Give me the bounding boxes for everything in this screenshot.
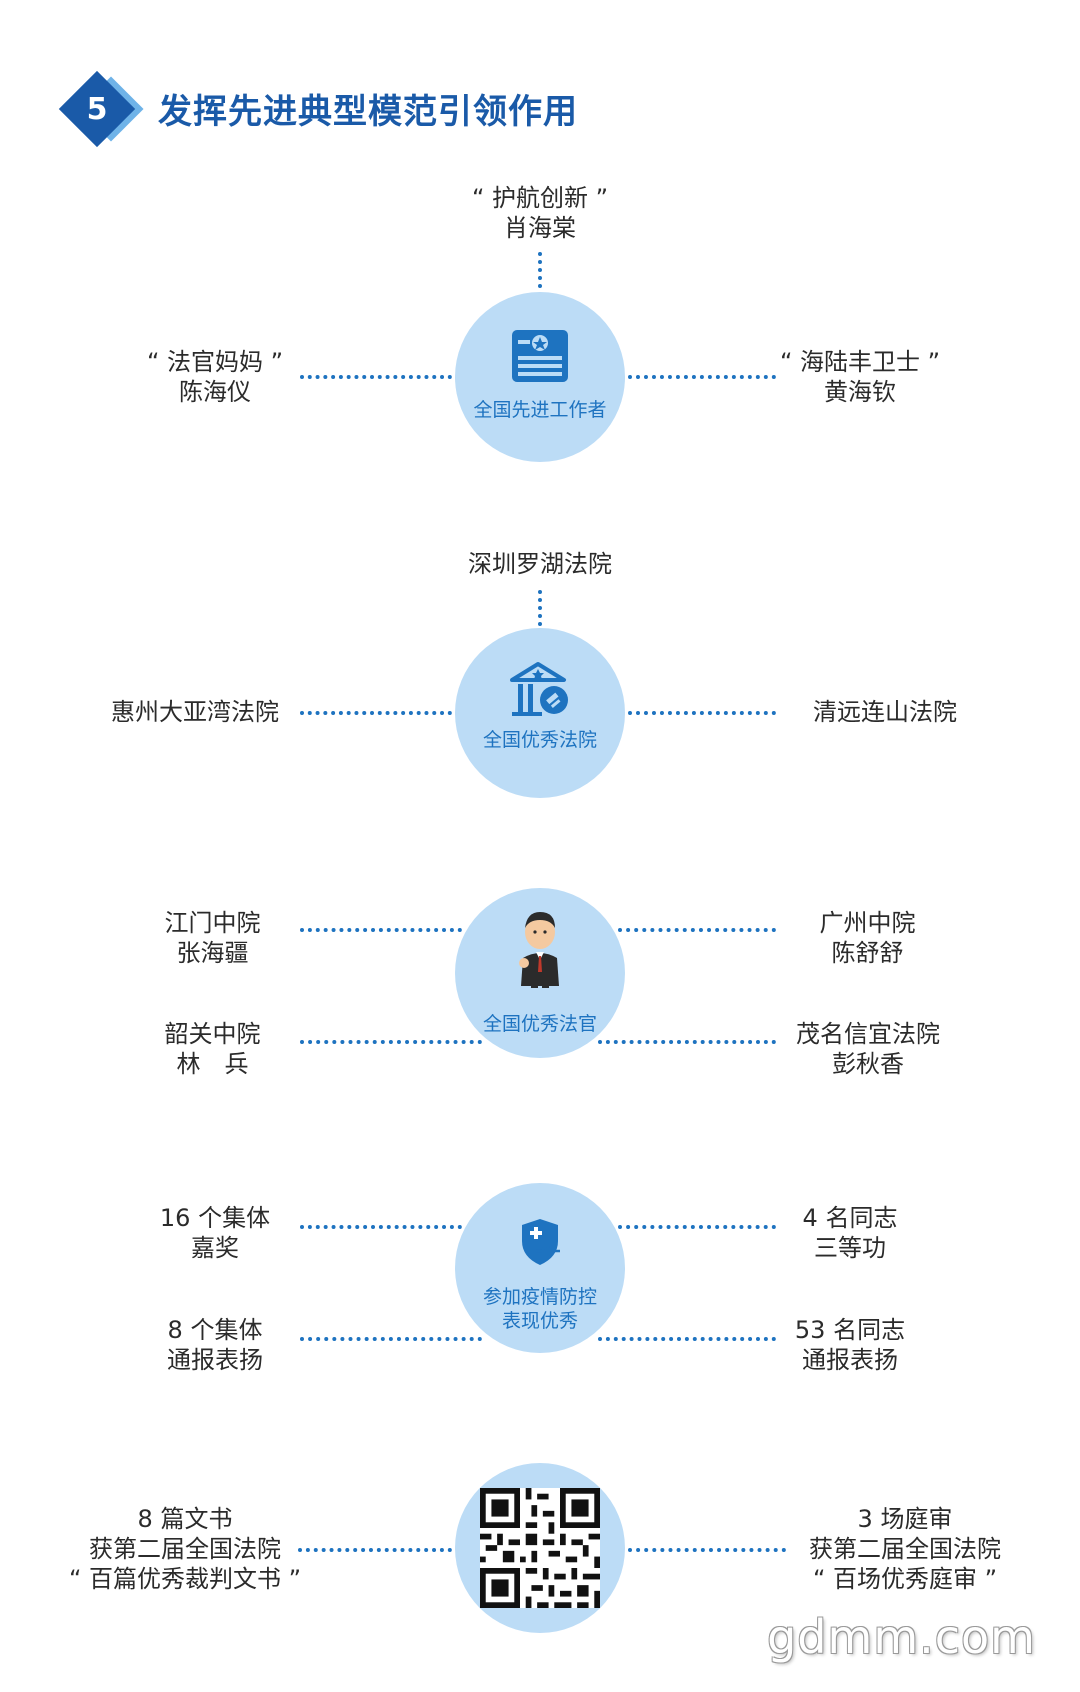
section-number: 5	[86, 91, 108, 127]
left-honoree: “ 法官妈妈 ” 陈海仪	[146, 348, 284, 406]
connector-left-top	[300, 928, 462, 932]
connector-right-top	[618, 928, 776, 932]
circle-caption: 全国先进工作者	[473, 399, 607, 421]
qr-circle	[455, 1463, 625, 1633]
excellent-judges-circle: 全国优秀法官	[455, 888, 625, 1058]
connector-right	[628, 1548, 786, 1552]
left-top-award: 16 个集体 嘉奖	[159, 1204, 271, 1262]
connector-left	[300, 375, 452, 379]
connector-right-bottom	[598, 1337, 776, 1341]
connector-left	[300, 711, 452, 715]
connector-right	[628, 711, 776, 715]
watermark: gdmm.com	[767, 1610, 1036, 1664]
right-bottom-judge: 茂名信宜法院 彭秋香	[796, 1020, 940, 1078]
connector-left-bottom	[300, 1337, 482, 1341]
circle-caption-line2: 表现优秀	[501, 1310, 578, 1332]
connector-top	[538, 590, 542, 626]
connector-right	[628, 375, 776, 379]
right-court: 清远连山法院	[813, 698, 957, 726]
left-court: 惠州大亚湾法院	[111, 698, 279, 726]
judge-avatar-icon	[519, 912, 559, 988]
courthouse-gavel-icon	[510, 662, 568, 716]
right-trials: 3 场庭审 获第二届全国法院 “ 百场优秀庭审 ”	[809, 1505, 1001, 1593]
medical-shield-icon	[522, 1219, 560, 1265]
circle-caption-line1: 参加疫情防控	[482, 1286, 597, 1308]
excellent-courts-circle: 全国优秀法院	[455, 628, 625, 798]
circle-caption: 全国优秀法院	[482, 729, 597, 751]
left-top-judge: 江门中院 张海疆	[164, 909, 261, 967]
left-bottom-judge: 韶关中院 林 兵	[164, 1020, 261, 1078]
connector-top	[538, 252, 542, 288]
right-bottom-award: 53 名同志 通报表扬	[794, 1316, 906, 1374]
right-top-judge: 广州中院 陈舒舒	[819, 909, 916, 967]
page-title: 发挥先进典型模范引领作用	[158, 92, 578, 132]
top-court: 深圳罗湖法院	[468, 550, 612, 578]
section-header: 5 发挥先进典型模范引领作用	[58, 70, 762, 152]
circle-caption: 全国优秀法官	[482, 1013, 597, 1035]
connector-left-top	[300, 1225, 462, 1229]
connector-right-top	[618, 1225, 776, 1229]
advanced-workers-circle: 全国先进工作者	[455, 292, 625, 462]
top-honoree: “ 护航创新 ” 肖海棠	[471, 184, 609, 242]
right-top-award: 4 名同志 三等功	[802, 1204, 898, 1262]
qr-code-icon[interactable]	[480, 1488, 600, 1608]
epidemic-control-circle: 参加疫情防控 表现优秀	[455, 1183, 625, 1353]
certificate-icon	[512, 330, 568, 382]
right-honoree: “ 海陆丰卫士 ” 黄海钦	[779, 348, 941, 406]
connector-right-bottom	[598, 1040, 776, 1044]
connector-left	[298, 1548, 452, 1552]
left-bottom-award: 8 个集体 通报表扬	[167, 1316, 263, 1374]
left-documents: 8 篇文书 获第二届全国法院 “ 百篇优秀裁判文书 ”	[68, 1505, 302, 1593]
connector-left-bottom	[300, 1040, 482, 1044]
